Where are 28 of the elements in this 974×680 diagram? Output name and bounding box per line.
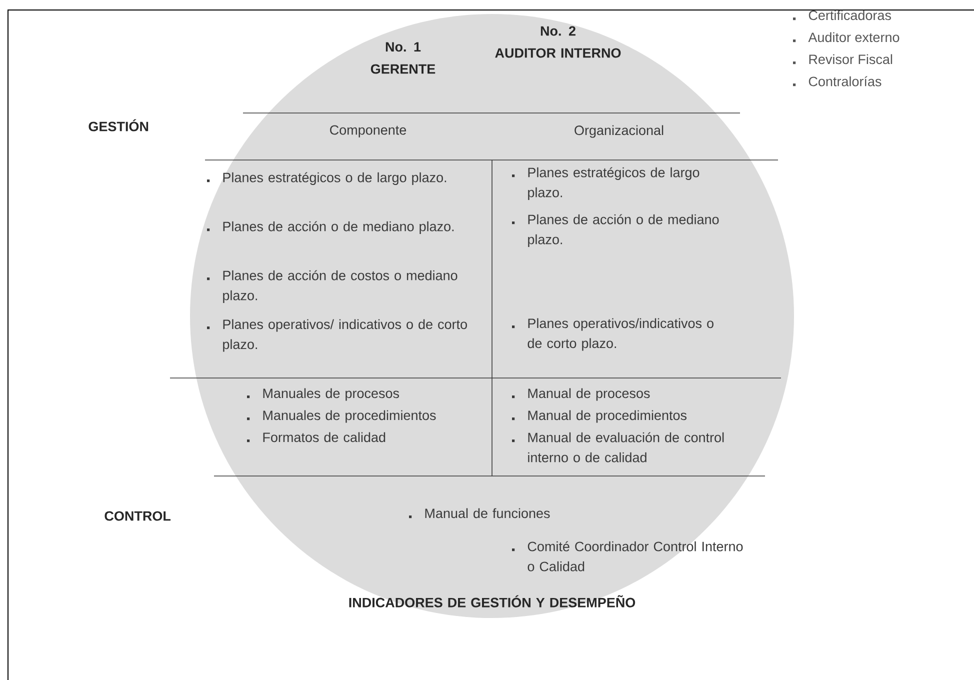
bullet-item: Planes estratégicos o de largo plazo. (207, 172, 446, 185)
bullet-item: Planes de acción o de mediano plazo. (512, 214, 719, 247)
bullet-item: Manual de procedimientos (512, 410, 687, 423)
bullet-item: Manuales de procesos (247, 388, 399, 401)
side-list-item: Revisor Fiscal (793, 54, 892, 64)
bullet-item: Manuales de procedimientos (247, 410, 436, 423)
bullet-item: Comité Coordinador Control Interno o Calidad (512, 541, 743, 572)
bullet-item: Planes de acción o de mediano plazo. (207, 221, 454, 234)
heading-text: AUDITOR INTERNO (495, 48, 621, 58)
section-label: CONTROL (104, 511, 171, 521)
bullet-item: Planes operativos/ indicativos o de corto plazo. (207, 319, 467, 352)
heading-text: GERENTE (370, 64, 436, 74)
heading-text: No. 1 (386, 42, 421, 52)
bullet-item: Manual de funciones (409, 508, 550, 518)
bullet-item: Manual de evaluación de control interno o de calidad (512, 432, 724, 462)
side-list-item: Certificadoras (793, 10, 891, 20)
bullet-item: Formatos de calidad (247, 432, 386, 442)
bullet-item: Planes estratégicos de largo plazo. (512, 167, 700, 200)
column-header: Organizacional (574, 125, 664, 138)
bullet-item: Planes de acción de costos o mediano plazo. (207, 270, 458, 303)
section-label: GESTIÓN (88, 119, 148, 132)
heading-text: No. 2 (540, 26, 576, 36)
bullet-item: Manual de procesos (512, 388, 650, 401)
side-list-item: Auditor externo (793, 32, 900, 42)
side-list-item: Contralorías (793, 76, 882, 86)
bullet-item: Planes operativos/indicativos o de corto plazo. (512, 318, 714, 351)
heading-text: INDICADORES DE GESTIÓN Y DESEMPEÑO (349, 595, 636, 608)
column-header: Componente (330, 125, 406, 138)
